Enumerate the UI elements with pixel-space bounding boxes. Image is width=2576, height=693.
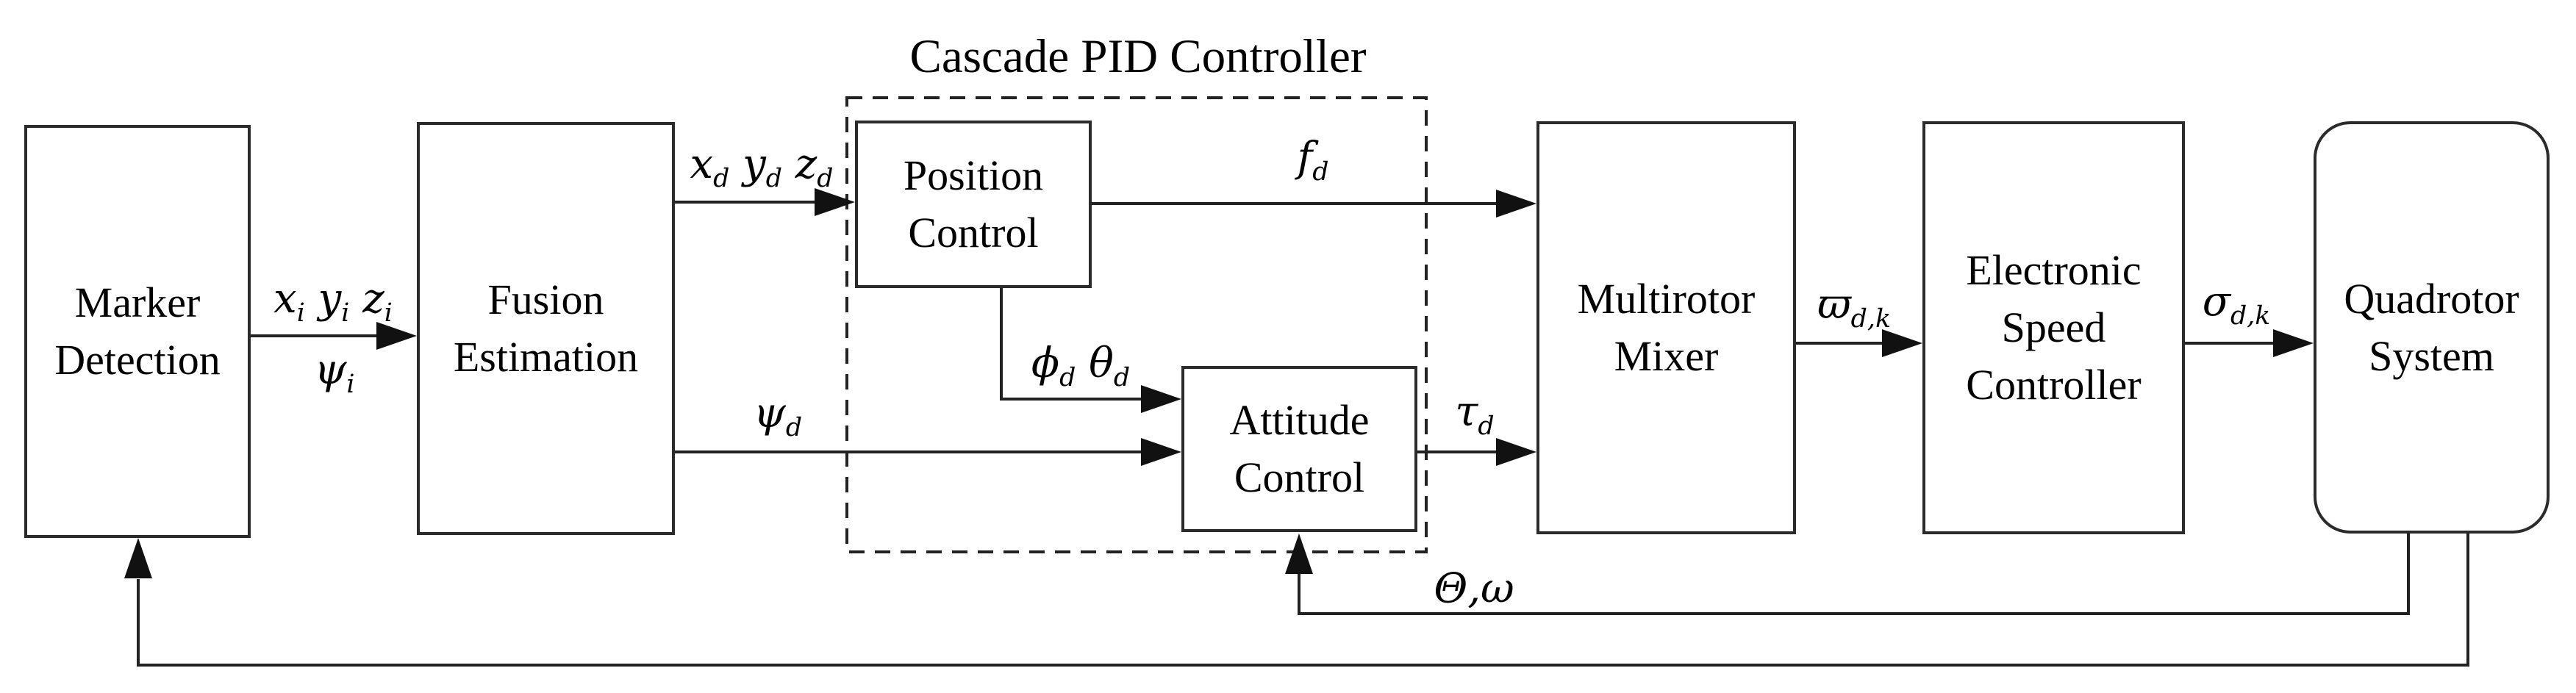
- arrowhead-into-marker-feedback: [124, 538, 152, 578]
- arrowhead-into-quadrotor: [2273, 329, 2314, 357]
- wire-quadrotor-to-marker-feedback: [137, 534, 2469, 667]
- block-marker-detection: Marker Detection: [24, 125, 251, 538]
- signal-label-xd-yd-zd: xd yd zd: [690, 140, 834, 194]
- signal-label-xi-yi-zi: xi yi zi: [273, 274, 393, 328]
- signal-label-sigma-dk: σd,k: [2202, 277, 2271, 331]
- arrowhead-into-attitude-yaw: [1141, 438, 1181, 466]
- block-attitude-control: Attitude Control: [1181, 366, 1417, 532]
- block-position-control: Position Control: [855, 121, 1092, 288]
- signal-label-psi-i: ψi: [314, 345, 355, 400]
- arrowhead-into-esc: [1882, 329, 1922, 357]
- wire-position-to-attitude: [1000, 288, 1175, 401]
- cascade-pid-title: Cascade PID Controller: [909, 29, 1367, 83]
- block-electronic-speed-controller: Electronic Speed Controller: [1922, 121, 2185, 534]
- block-fusion-estimation: Fusion Estimation: [417, 122, 675, 535]
- arrowhead-into-mixer-tau: [1496, 438, 1536, 466]
- block-multirotor-mixer: Multirotor Mixer: [1536, 121, 1796, 534]
- arrowhead-into-attitude-feedback: [1285, 534, 1313, 574]
- signal-label-tau-d: τd: [1455, 387, 1495, 442]
- cascade-pid-dashed-boundary: [845, 96, 1428, 553]
- signal-label-theta-omega: Θ,ω: [1434, 564, 1514, 613]
- signal-label-psi-d: ψd: [753, 389, 803, 443]
- signal-label-fd: fd: [1297, 133, 1329, 187]
- signal-label-phid-thetad: ϕd θd: [1031, 339, 1131, 393]
- signal-label-varpi-dk: ϖd,k: [1817, 280, 1891, 334]
- arrowhead-into-attitude-angles: [1141, 385, 1181, 413]
- arrowhead-into-fusion: [376, 322, 417, 350]
- wire-quadrotor-to-attitude-feedback: [1298, 534, 2410, 615]
- block-quadrotor-system: Quadrotor System: [2314, 121, 2550, 534]
- arrowhead-into-mixer-fd: [1496, 190, 1536, 218]
- arrowhead-into-position: [815, 188, 855, 216]
